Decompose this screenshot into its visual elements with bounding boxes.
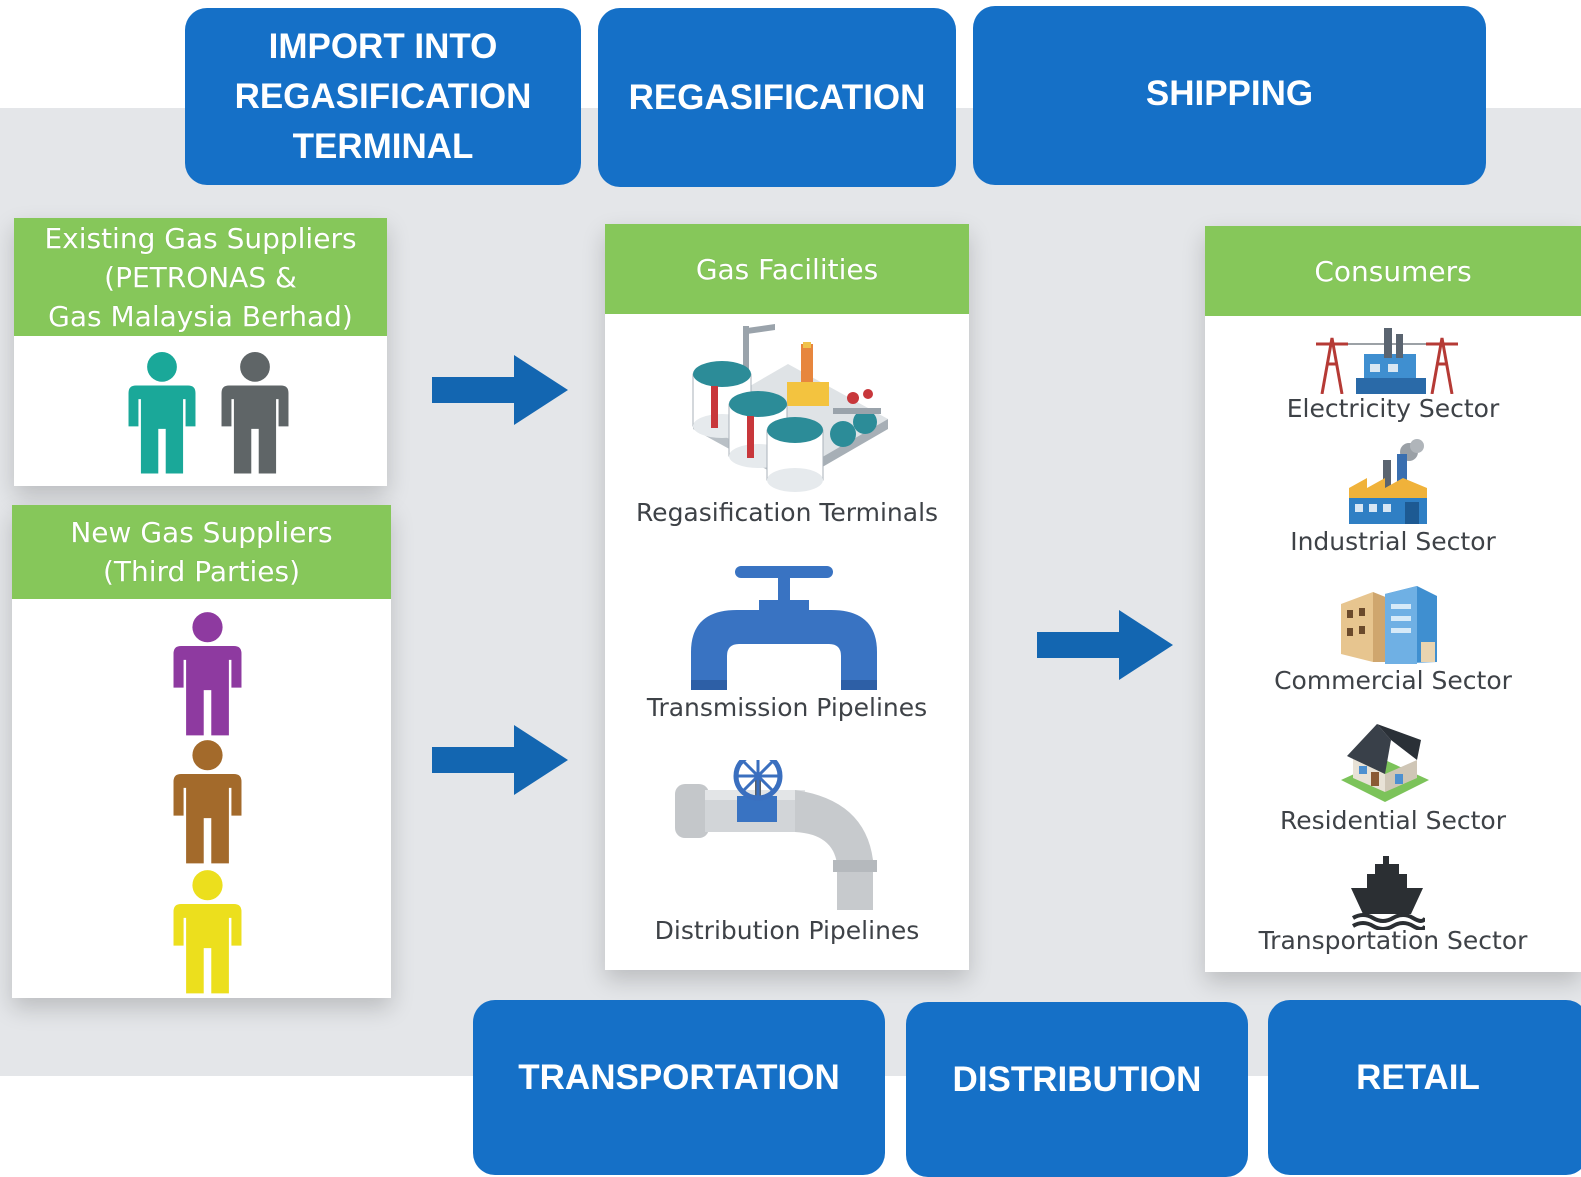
new-title-line-1: New Gas Suppliers bbox=[70, 516, 333, 549]
commercial-building-icon bbox=[1341, 586, 1437, 664]
gas-facilities-card: Gas Facilities bbox=[605, 224, 969, 970]
new-supplier-person-icon bbox=[173, 740, 242, 864]
consumers-title: Consumers bbox=[1205, 226, 1581, 316]
stage-distribution: DISTRIBUTION bbox=[906, 1002, 1248, 1177]
stage-shipping-label: SHIPPING bbox=[1145, 73, 1314, 113]
new-supplier-person-icon bbox=[173, 612, 242, 736]
facility-label-regasification: Regasification Terminals bbox=[635, 498, 939, 527]
power-plant-icon bbox=[1316, 328, 1458, 394]
consumer-label-commercial: Commercial Sector bbox=[1274, 666, 1512, 695]
stage-retail-label: RETAIL bbox=[1356, 1057, 1480, 1097]
existing-supplier-person-icon bbox=[128, 352, 196, 474]
new-supplier-person-icon bbox=[173, 870, 242, 994]
facility-label-transmission: Transmission Pipelines bbox=[646, 693, 928, 722]
consumers-card: Consumers Electricity Sector Industrial … bbox=[1205, 226, 1581, 972]
new-title-line-2: (Third Parties) bbox=[102, 555, 301, 588]
facility-label-distribution: Distribution Pipelines bbox=[654, 916, 920, 945]
arrow-new-to-facilities bbox=[432, 725, 568, 795]
factory-icon bbox=[1349, 439, 1427, 524]
stage-import: IMPORT INTO REGASIFICATION TERMINAL bbox=[185, 8, 581, 185]
consumers-title-text: Consumers bbox=[1314, 254, 1472, 288]
consumer-label-electricity: Electricity Sector bbox=[1286, 394, 1500, 423]
gas-facilities-title: Gas Facilities bbox=[605, 224, 969, 314]
gas-facilities-title-text: Gas Facilities bbox=[695, 252, 879, 286]
stage-transportation-label: TRANSPORTATION bbox=[518, 1057, 840, 1097]
existing-suppliers-title: Existing Gas Suppliers (PETRONAS & Gas M… bbox=[14, 218, 387, 336]
arrow-facilities-to-consumers bbox=[1037, 610, 1173, 680]
ship-icon bbox=[1351, 856, 1425, 930]
consumer-label-industrial: Industrial Sector bbox=[1290, 527, 1496, 556]
stage-regasification: REGASIFICATION bbox=[598, 8, 956, 187]
distribution-pipeline-icon bbox=[675, 760, 877, 910]
existing-title-line-3: Gas Malaysia Berhad) bbox=[48, 299, 353, 333]
existing-supplier-person-icon bbox=[221, 352, 289, 474]
existing-suppliers-card: Existing Gas Suppliers (PETRONAS & Gas M… bbox=[14, 218, 387, 486]
existing-title-line-2: (PETRONAS & bbox=[104, 260, 297, 294]
arrow-existing-to-facilities bbox=[432, 355, 568, 425]
stage-import-label: IMPORT INTO REGASIFICATION TERMINAL bbox=[234, 26, 532, 166]
existing-title-line-1: Existing Gas Suppliers bbox=[44, 221, 357, 255]
house-icon bbox=[1341, 724, 1429, 802]
stage-distribution-label: DISTRIBUTION bbox=[952, 1059, 1202, 1099]
stage-shipping: SHIPPING bbox=[973, 6, 1486, 185]
new-suppliers-title: New Gas Suppliers (Third Parties) bbox=[12, 505, 391, 599]
stage-regasification-label: REGASIFICATION bbox=[628, 77, 926, 117]
transmission-pipeline-icon bbox=[691, 566, 877, 690]
consumer-label-transportation: Transportation Sector bbox=[1258, 926, 1528, 955]
stage-retail: RETAIL bbox=[1268, 1000, 1581, 1175]
consumer-label-residential: Residential Sector bbox=[1279, 806, 1507, 835]
regasification-terminal-icon bbox=[692, 324, 888, 492]
stage-transportation: TRANSPORTATION bbox=[473, 1000, 885, 1175]
